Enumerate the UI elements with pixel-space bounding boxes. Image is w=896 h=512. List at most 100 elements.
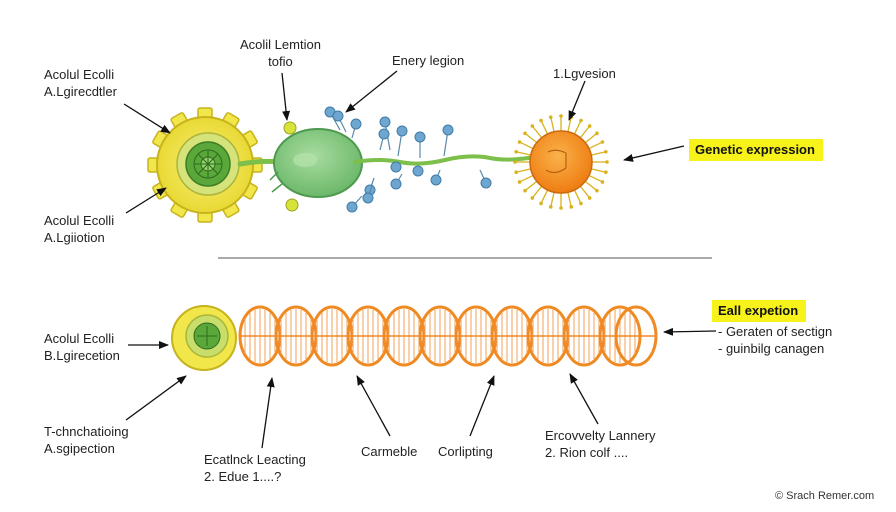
blue-node — [414, 131, 426, 143]
label-carmeble: Carmeble — [361, 444, 418, 459]
orange-spike-tip — [587, 196, 592, 200]
blue-node — [346, 201, 358, 213]
orange-spike-tip — [514, 149, 518, 154]
label-ecatlnck-line1: Ecatlnck Leacting — [204, 452, 306, 467]
right-list-item: - Geraten of sectign — [718, 324, 833, 339]
blue-node — [390, 161, 402, 173]
label-gear-top-line2: A.Lgirecdtler — [44, 84, 117, 99]
gear-cell — [147, 107, 263, 223]
orange-spike-tip — [579, 118, 583, 123]
orange-spike-tip — [587, 124, 592, 128]
genetic-expression-highlight: Genetic expression — [689, 139, 823, 161]
orange-spike-tip — [595, 188, 599, 193]
orange-spike — [584, 132, 598, 144]
orange-spike-tip — [539, 118, 543, 123]
label-ecatlnck-line2: 2. Edue 1....? — [204, 469, 282, 484]
label-ercovvelty-line1: Ercovvelty Lannery — [545, 428, 656, 443]
orange-spike — [531, 185, 543, 199]
orange-spike-tip — [539, 201, 543, 206]
orange-spike — [591, 151, 606, 156]
blue-node — [412, 165, 424, 177]
label-gear-top: Acolul Ecolli A.Lgirecdtler — [44, 66, 117, 100]
blue-node — [430, 174, 442, 186]
orange-spike — [588, 141, 603, 150]
orange-spike — [573, 120, 582, 135]
label-cell-top: Acolul Ecolli B.Lgirecetion — [44, 330, 120, 364]
orange-spike-tip — [595, 131, 599, 136]
orange-spike-tip — [579, 201, 583, 206]
orange-spike — [524, 132, 538, 144]
label-gear-bottom: Acolul Ecolli A.Lgiiotion — [44, 212, 114, 246]
blue-molecule-nodes — [324, 106, 492, 213]
orange-spike-tip — [523, 188, 527, 193]
label-ercovvelty-line2: 2. Rion colf .... — [545, 445, 629, 460]
label-ercovvelty: Ercovvelty Lannery 2. Rion colf .... — [545, 427, 656, 461]
orange-spike — [519, 174, 534, 183]
bottom-pathway — [125, 305, 717, 449]
orange-spike — [573, 189, 582, 204]
orange-spike-tip — [600, 180, 605, 184]
orange-spike-tip — [600, 140, 605, 144]
blue-node — [396, 125, 408, 137]
label-acolil: Acolil Lemtion tofio — [240, 36, 321, 70]
orange-spike-tip — [513, 160, 517, 164]
orange-spike — [519, 141, 534, 150]
orange-spike — [540, 120, 549, 135]
blue-node — [480, 177, 492, 189]
blue-node — [332, 110, 344, 122]
orange-spike-tip — [559, 114, 563, 118]
label-ecatlnck: Ecatlnck Leacting 2. Edue 1....? — [204, 451, 306, 485]
label-acolil-line2: tofio — [268, 54, 293, 69]
orange-spike-tip — [569, 205, 574, 209]
label-cell-bottom: T-chnchatioing A.sgipection — [44, 423, 129, 457]
bottom-cell — [171, 305, 237, 371]
label-cell-top-line2: B.Lgirecetion — [44, 348, 120, 363]
orange-spike — [591, 168, 606, 173]
right-list: - Geraten of sectign - guinbilg canagen — [718, 323, 832, 357]
orange-spike — [588, 174, 603, 183]
orange-spike — [550, 117, 555, 132]
orange-spike-tip — [530, 196, 535, 200]
orange-spike — [524, 180, 538, 192]
right-list-item: - guinbilg canagen — [718, 341, 825, 356]
blue-node — [379, 116, 391, 128]
orange-spike-tip — [523, 131, 527, 136]
green-cell — [269, 121, 363, 212]
orange-spike — [584, 180, 598, 192]
orange-spike-tip — [604, 149, 608, 154]
orange-spike — [567, 192, 572, 207]
orange-spike — [516, 151, 531, 156]
orange-spike — [540, 189, 549, 204]
label-corlipting: Corlipting — [438, 444, 493, 459]
orange-spike — [531, 125, 543, 139]
orange-spike — [579, 185, 591, 199]
label-cell-bottom-line1: T-chnchatioing — [44, 424, 129, 439]
orange-cell — [513, 114, 609, 210]
orange-spike-tip — [548, 205, 553, 209]
label-gear-top-line1: Acolul Ecolli — [44, 67, 115, 82]
orange-spike-tip — [517, 180, 522, 184]
orange-spike-tip — [605, 160, 609, 164]
label-lgvesion: 1.Lgvesion — [553, 66, 616, 81]
orange-spike — [516, 168, 531, 173]
label-cell-bottom-line2: A.sgipection — [44, 441, 115, 456]
blue-node — [442, 124, 454, 136]
copyright-text: © Srach Remer.com — [775, 490, 875, 502]
orange-spike-tip — [530, 124, 535, 128]
label-cell-top-line1: Acolul Ecolli — [44, 331, 115, 346]
orange-helix-chain — [238, 305, 658, 367]
label-gear-bottom-line1: Acolul Ecolli — [44, 213, 115, 228]
label-gear-bottom-line2: A.Lgiiotion — [44, 230, 105, 245]
blue-node — [378, 128, 390, 140]
blue-node — [390, 178, 402, 190]
blue-node — [362, 192, 374, 204]
orange-spike — [579, 125, 591, 139]
orange-spike-tip — [604, 170, 608, 175]
orange-spike-tip — [514, 170, 518, 175]
blue-node — [350, 118, 362, 130]
eall-expetion-highlight: Eall expetion — [712, 300, 807, 322]
label-acolil-line1: Acolil Lemtion — [240, 37, 321, 52]
top-pathway — [123, 70, 685, 223]
orange-spike-tip — [517, 140, 522, 144]
